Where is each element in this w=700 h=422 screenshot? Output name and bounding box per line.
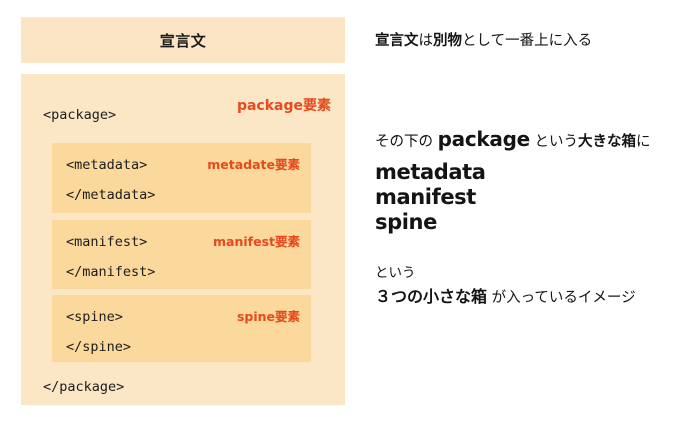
stack-item-manifest: manifest — [375, 185, 476, 209]
manifest-open-tag: <manifest> — [66, 234, 148, 250]
spine-open-tag: <spine> — [66, 309, 123, 325]
note-toiu: という — [375, 265, 416, 281]
stack-item-spine: spine — [375, 210, 437, 234]
note-three-boxes-emphasis: ３つの小さな箱 — [375, 287, 488, 306]
child-element-stack: metadata manifest spine — [375, 160, 486, 235]
note-declaration-particle: は — [418, 33, 434, 49]
spine-box: spine要素 <spine> </spine> — [52, 295, 311, 362]
note-declaration-emphasis: 別物 — [433, 33, 462, 49]
note-declaration-term: 宣言文 — [375, 33, 419, 49]
package-element-label: package要素 — [236, 98, 331, 114]
package-open-tag: <package> — [43, 107, 117, 123]
note-three-boxes-tail: が入っているイメージ — [487, 290, 636, 306]
declaration-label: 宣言文 — [159, 31, 207, 50]
note-package-mid: という — [529, 134, 578, 150]
package-close-tag: </package> — [43, 379, 125, 395]
note-package: その下の package という大きな箱に — [375, 127, 650, 151]
note-declaration: 宣言文は別物として一番上に入る — [375, 29, 592, 50]
declaration-box: 宣言文 — [21, 17, 345, 63]
notes-panel: 宣言文は別物として一番上に入る その下の package という大きな箱に me… — [375, 0, 695, 422]
spine-close-tag: </spine> — [66, 339, 132, 355]
metadata-box: metadate要素 <metadata> </metadata> — [52, 143, 311, 213]
note-declaration-tail: として一番上に入る — [462, 33, 593, 49]
spine-element-label: spine要素 — [236, 309, 300, 324]
manifest-box: manifest要素 <manifest> </manifest> — [52, 220, 311, 289]
note-package-term: package — [437, 127, 531, 151]
note-package-prefix: その下の — [375, 134, 438, 150]
metadata-open-tag: <metadata> — [66, 157, 148, 173]
note-three-boxes: ３つの小さな箱 が入っているイメージ — [375, 283, 636, 307]
manifest-element-label: manifest要素 — [213, 234, 300, 249]
stack-item-metadata: metadata — [375, 160, 486, 184]
metadata-close-tag: </metadata> — [66, 187, 156, 203]
metadata-element-label: metadate要素 — [207, 157, 300, 172]
note-package-emphasis: 大きな箱 — [577, 134, 636, 150]
manifest-close-tag: </manifest> — [66, 264, 156, 280]
note-package-tail: に — [635, 134, 651, 150]
epub-structure-diagram: 宣言文 package要素 <package> metadate要素 <meta… — [21, 17, 345, 405]
package-box: package要素 <package> metadate要素 <metadata… — [21, 74, 345, 405]
